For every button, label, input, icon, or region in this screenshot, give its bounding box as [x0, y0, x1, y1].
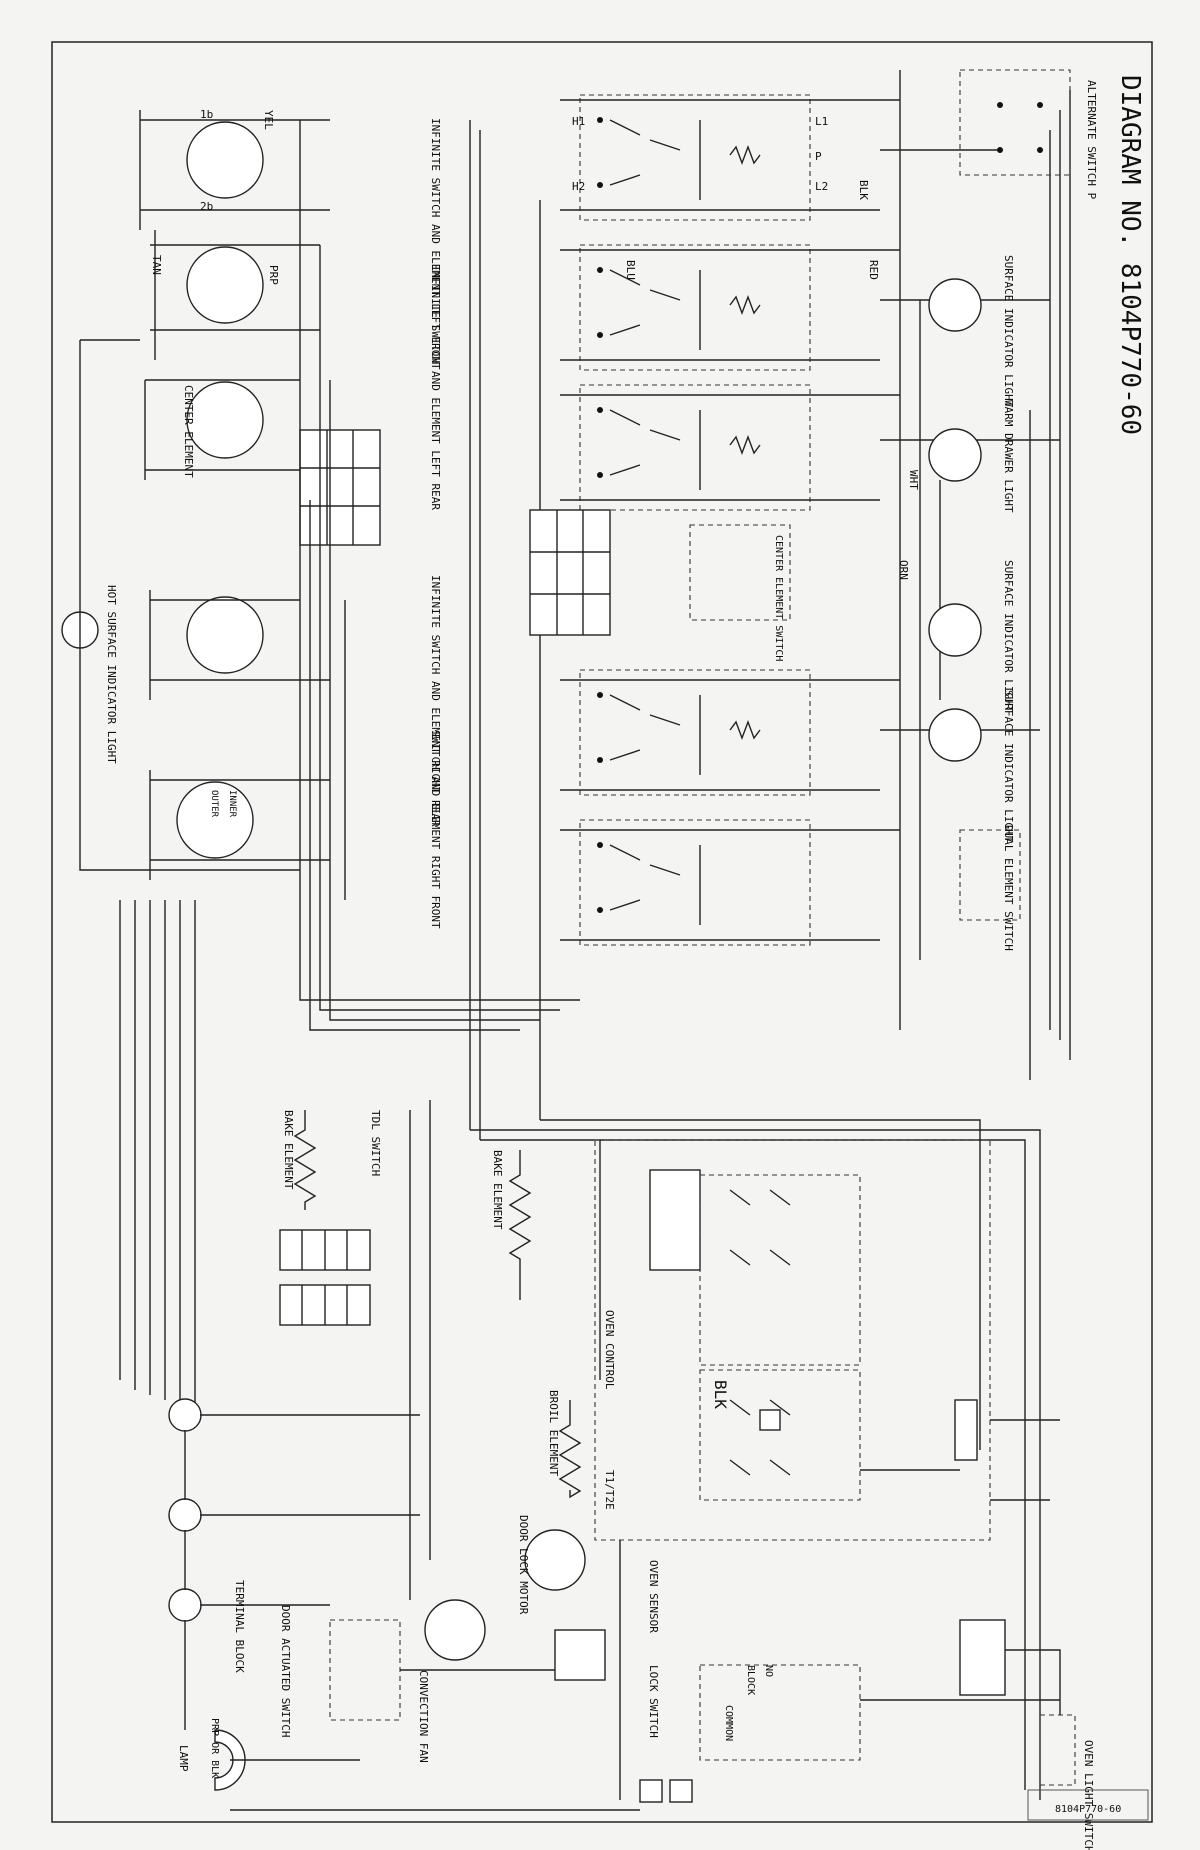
- wire-color-label: RED: [867, 260, 880, 280]
- label-block: BLOCK: [745, 1665, 756, 1695]
- label-lamp: LAMP: [177, 1745, 190, 1772]
- label-surface-indicator-light-3: SURFACE INDICATOR LIGHT: [1002, 690, 1015, 843]
- indicator-lights: [61, 278, 982, 762]
- label-prp-or-blk: PRP OR BLK: [209, 1718, 220, 1778]
- diagram-border: [51, 41, 1153, 1823]
- bus-lines: [469, 70, 1071, 1140]
- label-sw-right-front: SWITCH AND ELEMENT RIGHT FRONT: [429, 730, 442, 929]
- oven-control-box: [594, 1139, 991, 1541]
- label-inner: INNER: [227, 790, 237, 818]
- label-surface-indicator-light-2: SURFACE INDICATOR LIGHT: [1002, 560, 1015, 713]
- terminal-label: L1: [815, 115, 828, 128]
- terminal-label: H2: [572, 180, 585, 193]
- terminal-blocks-surface: [299, 429, 611, 636]
- label-center-element: CENTER ELEMENT: [182, 385, 195, 478]
- oven-motors-and-lamp: [168, 1398, 1076, 1803]
- terminal-label: P: [815, 150, 822, 163]
- label-warm-drawer-light: WARM DRAWER LIGHT: [1002, 400, 1015, 513]
- hot-surface-wiring: [79, 339, 300, 871]
- surface-switch-contacts: [609, 119, 761, 925]
- label-lock-switch: LOCK SWITCH: [647, 1665, 660, 1738]
- terminal-label: L2: [815, 180, 828, 193]
- footer-stamp: [1027, 1789, 1149, 1821]
- label-bake-element-2: BAKE ELEMENT: [491, 1150, 504, 1230]
- label-dual-element-switch: DUAL ELEMENT SWITCH: [1002, 825, 1015, 951]
- label-tdl-switch: TDL SWITCH: [369, 1110, 382, 1176]
- label-t1t2e: T1/T2E: [603, 1470, 616, 1510]
- wire-color-label: TAN: [150, 255, 163, 275]
- infinite-switch-symbols: [139, 110, 346, 900]
- label-blk-large: BLK: [711, 1380, 730, 1409]
- oven-wiring: [184, 1100, 1061, 1811]
- wire-color-label: YEL: [262, 110, 275, 130]
- footer-ref: 8104P770-60: [1055, 1804, 1121, 1815]
- label-common: COMMON: [723, 1705, 734, 1741]
- label-hot-surface-light: HOT SURFACE INDICATOR LIGHT: [105, 585, 118, 764]
- wire-color-label: ORN: [897, 560, 910, 580]
- label-layer: DIAGRAM NO. 8104P770-60 ALTERNATE SWITCH…: [105, 75, 1145, 1850]
- harness-runs: [119, 900, 1041, 1800]
- wire-color-label: PRP: [267, 265, 280, 285]
- label-center-element-switch: CENTER ELEMENT SWITCH: [773, 535, 784, 661]
- terminal-dots: [597, 102, 1043, 913]
- label-outer: OUTER: [209, 790, 219, 818]
- label-oven-sensor: OVEN SENSOR: [647, 1560, 660, 1633]
- wire-color-label: WHT: [907, 470, 920, 490]
- label-sw-left-front: INFINITE SWITCH AND ELEMENT LEFT FRONT: [429, 118, 442, 370]
- label-sw-right-rear: INFINITE SWITCH AND ELEMENT RIGHT REAR: [429, 575, 442, 827]
- surface-switch-boxes: [579, 69, 1071, 946]
- label-terminal-block: TERMINAL BLOCK: [233, 1580, 246, 1673]
- label-alternate-switch: ALTERNATE SWITCH P: [1085, 80, 1098, 200]
- diagram-title: DIAGRAM NO. 8104P770-60: [1115, 75, 1145, 435]
- label-oven-control: OVEN CONTROL: [603, 1310, 616, 1390]
- terminal-label: 1b: [200, 108, 213, 121]
- terminal-label: 2b: [200, 200, 213, 213]
- label-door-lock-motor: DOOR LOCK MOTOR: [517, 1515, 530, 1615]
- label-surface-indicator-light-1: SURFACE INDICATOR LIGHT: [1002, 255, 1015, 408]
- terminal-label: H1: [572, 115, 585, 128]
- label-sw-left-rear: INFINITE SWITCH AND ELEMENT LEFT REAR: [429, 265, 442, 510]
- label-door-actuated-switch: DOOR ACTUATED SWITCH: [279, 1605, 292, 1737]
- bake-broil-elements: [279, 1110, 582, 1499]
- label-convection-fan: CONVECTION FAN: [417, 1670, 430, 1763]
- label-oven-light-switch: OVEN LIGHT SWITCH: [1082, 1740, 1095, 1850]
- label-bake-element-1: BAKE ELEMENT: [282, 1110, 295, 1190]
- wire-color-label: BLK: [857, 180, 870, 200]
- label-broil-element: BROIL ELEMENT: [547, 1390, 560, 1476]
- wire-color-label: BLU: [624, 260, 637, 280]
- label-no: NO: [763, 1665, 774, 1677]
